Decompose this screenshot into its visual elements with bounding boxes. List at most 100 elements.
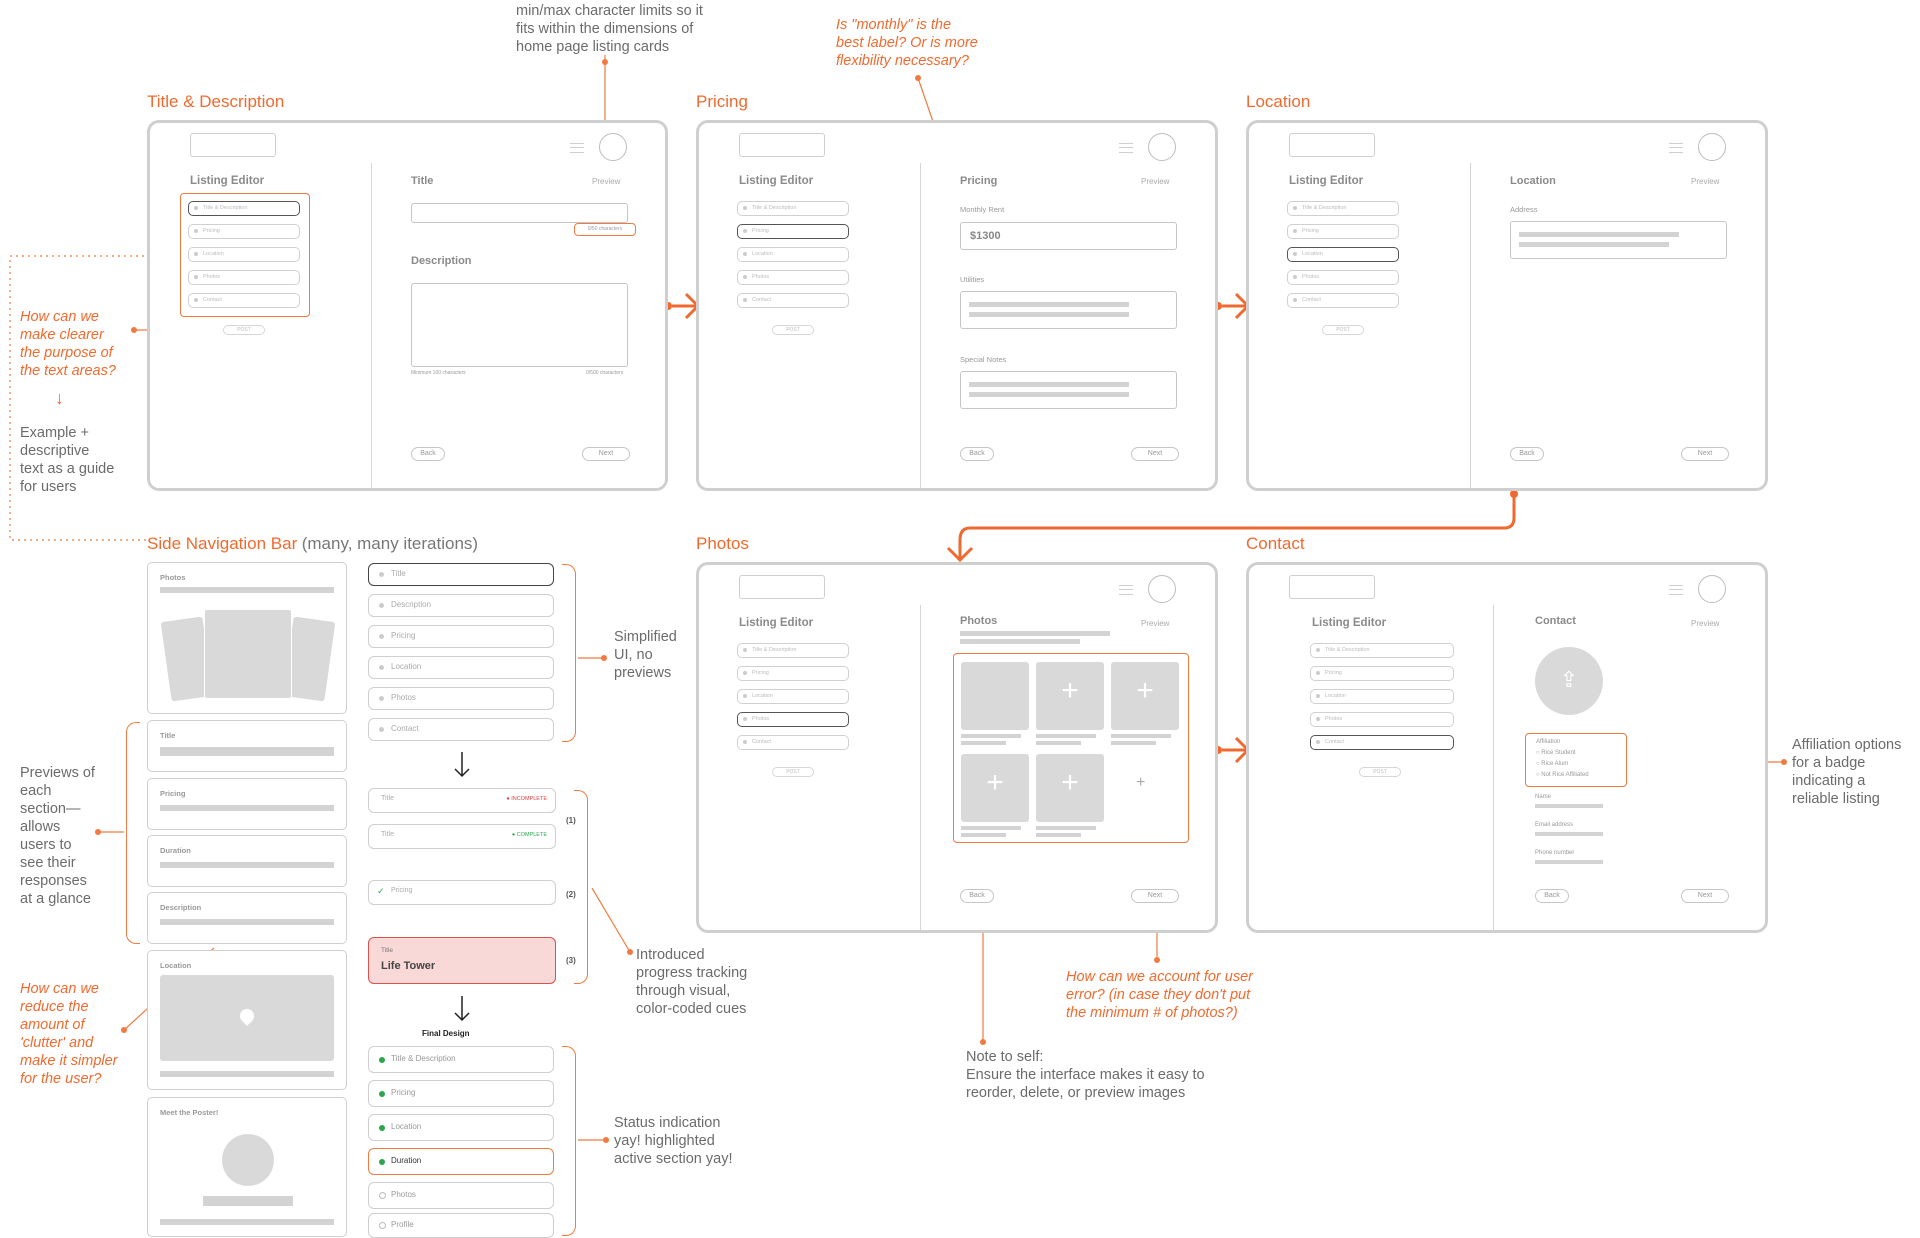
- menu-icon[interactable]: [1119, 585, 1133, 595]
- nav-item[interactable]: Photos: [1310, 712, 1454, 727]
- utilities-input[interactable]: [960, 291, 1177, 329]
- progress-nav-complete[interactable]: Title ● COMPLETE: [368, 824, 556, 849]
- preview-card-duration[interactable]: Duration: [147, 835, 347, 887]
- nav-item[interactable]: Pricing: [737, 666, 849, 681]
- nav-item[interactable]: Pricing: [1310, 666, 1454, 681]
- nav-item[interactable]: Location: [1287, 247, 1399, 262]
- nav-item[interactable]: Title & Description: [1310, 643, 1454, 658]
- next-button[interactable]: Next: [1131, 447, 1179, 461]
- avatar[interactable]: [1698, 575, 1726, 603]
- final-nav-item-active[interactable]: Duration: [368, 1148, 554, 1175]
- phone-input[interactable]: [1535, 860, 1603, 864]
- nav-item[interactable]: Contact: [1287, 293, 1399, 308]
- preview-link[interactable]: Preview: [1141, 619, 1170, 628]
- nav-item[interactable]: Pricing: [1287, 224, 1399, 239]
- preview-link[interactable]: Preview: [592, 177, 621, 186]
- nav-item[interactable]: Photos: [737, 712, 849, 727]
- plus-icon[interactable]: +: [1136, 774, 1146, 791]
- progress-nav-checked[interactable]: ✓ Pricing: [368, 880, 556, 905]
- nav-item[interactable]: Contact: [737, 735, 849, 750]
- nav-item[interactable]: Photos: [1287, 270, 1399, 285]
- post-button[interactable]: POST: [223, 325, 265, 335]
- radio-option[interactable]: ○ Not Rice Affiliated: [1536, 772, 1589, 778]
- nav-item[interactable]: Location: [737, 689, 849, 704]
- title-input[interactable]: [411, 203, 628, 223]
- photo-add-tile[interactable]: +: [961, 754, 1029, 822]
- final-nav-item[interactable]: Title & Description: [368, 1046, 554, 1073]
- photo-add-tile[interactable]: +: [1036, 754, 1104, 822]
- avatar[interactable]: [599, 133, 627, 161]
- back-button[interactable]: Back: [960, 447, 994, 461]
- nav-item[interactable]: Photos: [188, 270, 300, 285]
- next-button[interactable]: Next: [1131, 889, 1179, 903]
- avatar[interactable]: [1148, 133, 1176, 161]
- simple-nav-item[interactable]: Location: [368, 656, 554, 679]
- nav-item[interactable]: Contact: [188, 293, 300, 308]
- description-textarea[interactable]: [411, 283, 628, 367]
- check-icon: ✓: [377, 886, 385, 896]
- nav-item[interactable]: Pricing: [737, 224, 849, 239]
- address-input[interactable]: [1510, 221, 1727, 259]
- preview-card-photos[interactable]: Photos: [147, 562, 347, 714]
- next-button[interactable]: Next: [1681, 889, 1729, 903]
- next-button[interactable]: Next: [1681, 447, 1729, 461]
- simple-nav-item[interactable]: Pricing: [368, 625, 554, 648]
- final-nav-item[interactable]: Photos: [368, 1182, 554, 1209]
- text-placeholder: [969, 382, 1129, 387]
- simple-nav-item[interactable]: Contact: [368, 718, 554, 741]
- back-button[interactable]: Back: [411, 447, 445, 461]
- back-button[interactable]: Back: [1510, 447, 1544, 461]
- upload-icon[interactable]: ⇪: [1535, 647, 1603, 715]
- post-button[interactable]: POST: [1359, 767, 1401, 777]
- menu-icon[interactable]: [1669, 585, 1683, 595]
- final-nav-item[interactable]: Pricing: [368, 1080, 554, 1107]
- final-nav-item[interactable]: Profile: [368, 1213, 554, 1238]
- menu-icon[interactable]: [1119, 143, 1133, 153]
- avatar[interactable]: [1698, 133, 1726, 161]
- name-input[interactable]: [1535, 804, 1603, 808]
- special-notes-input[interactable]: [960, 371, 1177, 409]
- menu-icon[interactable]: [570, 143, 584, 153]
- photo-add-tile[interactable]: +: [1036, 662, 1104, 730]
- progress-nav-incomplete[interactable]: Title ● INCOMPLETE: [368, 788, 556, 813]
- nav-item[interactable]: Title & Description: [188, 201, 300, 216]
- simple-nav-item[interactable]: Description: [368, 594, 554, 617]
- photo-add-tile[interactable]: +: [1111, 662, 1179, 730]
- nav-item[interactable]: Contact: [1310, 735, 1454, 750]
- preview-link[interactable]: Preview: [1691, 177, 1720, 186]
- post-button[interactable]: POST: [772, 767, 814, 777]
- post-button[interactable]: POST: [1322, 325, 1364, 335]
- nav-item[interactable]: Title & Description: [737, 643, 849, 658]
- simple-nav-item[interactable]: Title: [368, 563, 554, 586]
- menu-icon[interactable]: [1669, 143, 1683, 153]
- preview-card-title[interactable]: Title: [147, 720, 347, 772]
- nav-item[interactable]: Title & Description: [737, 201, 849, 216]
- progress-nav-active[interactable]: Title Life Tower: [368, 937, 556, 984]
- simple-nav-item[interactable]: Photos: [368, 687, 554, 710]
- preview-link[interactable]: Preview: [1141, 177, 1170, 186]
- preview-card-pricing[interactable]: Pricing: [147, 778, 347, 830]
- preview-link[interactable]: Preview: [1691, 619, 1720, 628]
- post-button[interactable]: POST: [772, 325, 814, 335]
- final-nav-item[interactable]: Location: [368, 1114, 554, 1141]
- avatar[interactable]: [1148, 575, 1176, 603]
- nav-item[interactable]: Location: [188, 247, 300, 262]
- radio-option[interactable]: ○ Rice Alum: [1536, 761, 1569, 767]
- nav-item[interactable]: Contact: [737, 293, 849, 308]
- preview-card-description[interactable]: Description: [147, 892, 347, 944]
- next-button[interactable]: Next: [582, 447, 630, 461]
- nav-item[interactable]: Photos: [737, 270, 849, 285]
- email-input[interactable]: [1535, 832, 1603, 836]
- nav-item[interactable]: Location: [1310, 689, 1454, 704]
- preview-card-location[interactable]: Location: [147, 950, 347, 1090]
- back-button[interactable]: Back: [1535, 889, 1569, 903]
- back-button[interactable]: Back: [960, 889, 994, 903]
- nav-item[interactable]: Pricing: [188, 224, 300, 239]
- radio-option[interactable]: ○ Rice Student: [1536, 750, 1576, 756]
- monthly-rent-input[interactable]: $1300: [960, 222, 1177, 250]
- photo-tile[interactable]: [961, 662, 1029, 730]
- preview-card-poster[interactable]: Meet the Poster!: [147, 1097, 347, 1237]
- nav-item[interactable]: Location: [737, 247, 849, 262]
- monthly-rent-label: Monthly Rent: [960, 205, 1005, 214]
- nav-item[interactable]: Title & Description: [1287, 201, 1399, 216]
